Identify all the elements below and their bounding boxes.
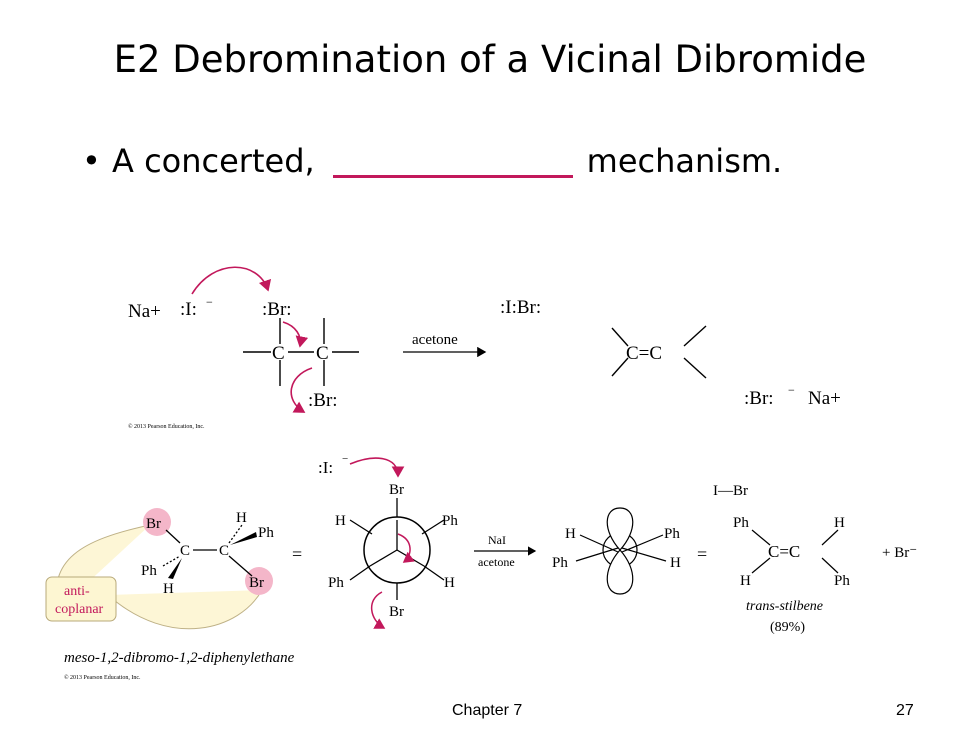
- top-scheme: Na+ :I: − :Br: C C :Br: acetone :I:Br: C…: [128, 266, 841, 430]
- product-yield: (89%): [770, 620, 805, 635]
- curved-arrow-iodide-attack: [191, 266, 272, 295]
- newman-br-bottom: Br: [389, 604, 404, 620]
- bullet-text: A concerted,: [112, 142, 315, 180]
- newman-front-left: [369, 549, 398, 567]
- newman-arrow-iodide: [349, 457, 405, 478]
- coplanar-label: coplanar: [55, 602, 104, 617]
- carbon-2: C: [316, 343, 329, 364]
- dibromide-br1-bond: [165, 529, 181, 544]
- stilbene-ph-top: Ph: [733, 515, 749, 531]
- newman-back-ul: [349, 519, 373, 535]
- stilbene-h-top: H: [834, 515, 845, 531]
- product-sodium: Na+: [808, 388, 841, 409]
- br-highlight-left: [143, 508, 171, 536]
- bullet-point: • A concerted, mechanism.: [82, 142, 782, 180]
- stilbene-bond-ul: [751, 529, 771, 546]
- br-highlight-right: [245, 567, 273, 595]
- bullet-dot: •: [82, 142, 101, 180]
- copyright-bottom: © 2013 Pearson Education, Inc.: [64, 674, 141, 681]
- copyright-top: © 2013 Pearson Education, Inc.: [128, 423, 205, 430]
- orbital-bond-ll: [575, 547, 619, 562]
- alkene-bond-ur: [683, 325, 707, 347]
- product-alkene: C=C: [626, 343, 662, 364]
- footer-chapter: Chapter 7: [452, 702, 523, 719]
- newman-iodide: :I:: [318, 458, 333, 477]
- orbital-bond-ul: [579, 534, 619, 553]
- dibromide-ph2-bond: [162, 555, 181, 567]
- sodium-label: Na+: [128, 301, 161, 322]
- dibromide-c2: C: [219, 543, 229, 559]
- alkene-bond-lr: [683, 357, 707, 379]
- p-orbital-top-lobe: [606, 507, 634, 551]
- dibromide-h1: H: [236, 510, 247, 526]
- alkene-bond-ll: [611, 357, 629, 377]
- starting-material-name: meso-1,2-dibromo-1,2-diphenylethane: [64, 650, 295, 666]
- br-top-label: :Br:: [262, 299, 292, 320]
- slide-title: E2 Debromination of a Vicinal Dibromide: [113, 38, 867, 81]
- stilbene-ph-bottom: Ph: [834, 573, 850, 589]
- solvent-label-bottom: acetone: [478, 555, 515, 569]
- dibromide-ph1-wedge: [230, 532, 257, 545]
- stilbene-h-bottom: H: [740, 573, 751, 589]
- newman-front-lr: [423, 565, 445, 581]
- footer-page-number: 27: [896, 702, 914, 719]
- newman-iodide-charge: −: [342, 453, 348, 465]
- newman-br-top: Br: [389, 482, 404, 498]
- newman-back-ur: [421, 519, 445, 535]
- br-bottom-label: :Br:: [308, 390, 338, 411]
- newman-h-right: H: [444, 575, 455, 591]
- dibromide-h2-wedge: [168, 558, 182, 579]
- newman-arrow-leaving: [371, 591, 386, 629]
- stilbene-double-bond: C=C: [768, 542, 800, 561]
- callout-box: [45, 576, 117, 622]
- iodide-charge: −: [206, 295, 213, 309]
- dibromide-br2: Br: [249, 575, 264, 591]
- bottom-scheme: anti- coplanar Br H Ph C C Br Ph H = :I:…: [45, 453, 917, 681]
- newman-h-left: H: [335, 513, 346, 529]
- bromide-charge: −: [788, 383, 795, 397]
- reagent-label: NaI: [488, 533, 506, 547]
- equals-1: =: [292, 544, 302, 564]
- dibromide-h2: H: [163, 581, 174, 597]
- fill-in-blank: [332, 175, 573, 178]
- newman-ph-left: Ph: [328, 575, 344, 591]
- orbital-ph-left: Ph: [552, 555, 568, 571]
- p-orbital-bottom-lobe: [606, 549, 634, 595]
- dibromide-br1: Br: [146, 516, 161, 532]
- newman-front-ll: [349, 565, 371, 581]
- carbon-1: C: [272, 343, 285, 364]
- dibromide-c1: C: [180, 543, 190, 559]
- orbital-h-left: H: [565, 526, 576, 542]
- stilbene-bond-ll: [751, 557, 771, 574]
- orbital-h-right: H: [670, 555, 681, 571]
- anti-label: anti-: [64, 584, 90, 599]
- solvent-label-top: acetone: [412, 332, 458, 348]
- bromide-byproduct: + Br⁻: [882, 545, 917, 561]
- curved-arrow-bromide-leaving: [290, 367, 313, 413]
- stilbene-bond-lr: [821, 557, 839, 574]
- equals-2: =: [697, 544, 707, 564]
- product-ibr: :I:Br:: [500, 297, 541, 318]
- iodide-label: :I:: [180, 299, 197, 320]
- alkene-bond-ul: [611, 327, 629, 347]
- dibromide-ph2: Ph: [141, 563, 157, 579]
- orbital-bond-lr: [621, 547, 667, 562]
- product-name: trans-stilbene: [746, 599, 823, 614]
- curved-arrow-pi-bond: [282, 321, 309, 348]
- orbital-bond-ur: [621, 534, 664, 553]
- dibromide-ph1: Ph: [258, 525, 274, 541]
- product-bromide: :Br:: [744, 388, 774, 409]
- product-ibr-bottom: I—Br: [713, 483, 748, 499]
- stilbene-bond-ur: [821, 529, 839, 546]
- orbital-ph-right: Ph: [664, 526, 680, 542]
- bullet-text-end: mechanism.: [586, 142, 783, 180]
- newman-ph-right: Ph: [442, 513, 458, 529]
- newman-arrow-bond: [397, 533, 415, 563]
- dibromide-br2-bond: [228, 555, 253, 577]
